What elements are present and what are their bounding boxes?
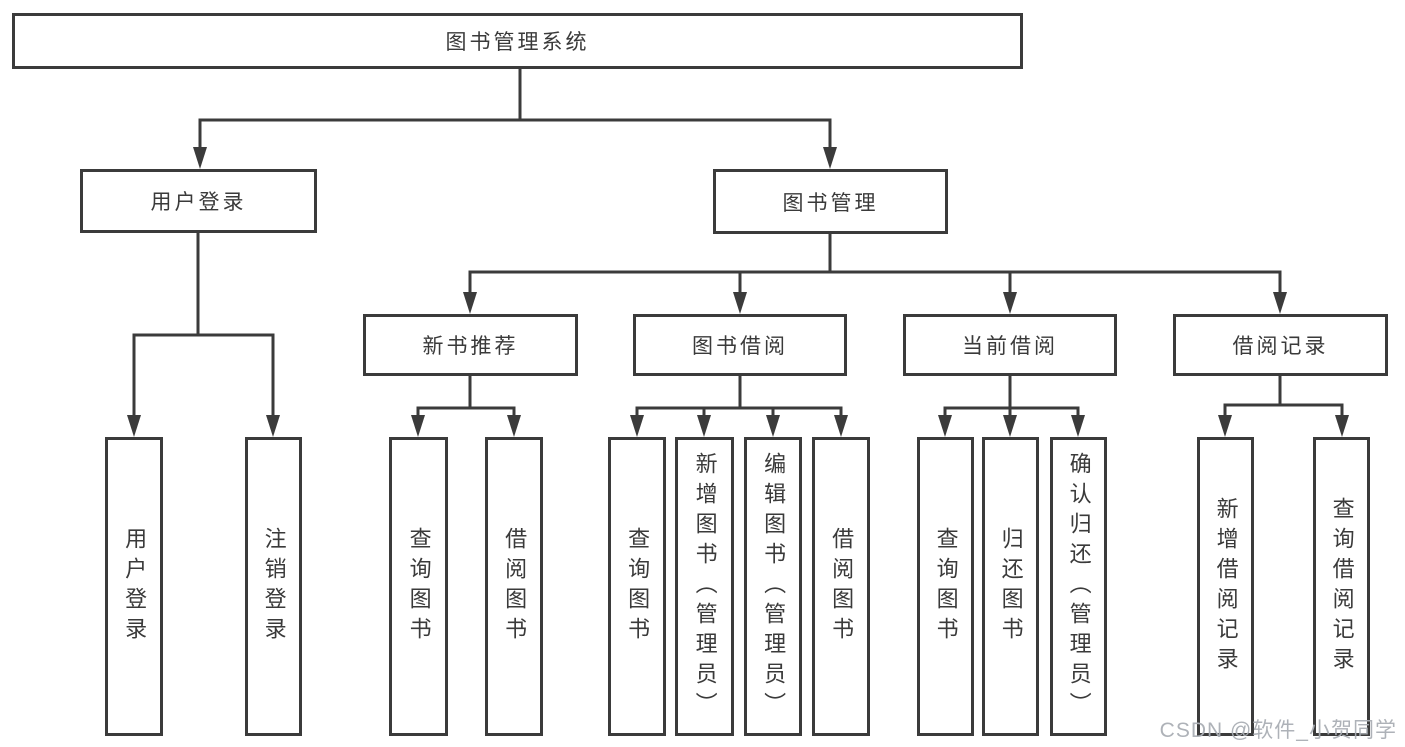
leaf-logout: 注销登录 xyxy=(245,437,302,736)
node-label: 图书管理 xyxy=(782,191,879,215)
leaf-label: 查询图书 xyxy=(933,526,959,647)
node-library-management-system: 图书管理系统 xyxy=(12,13,1023,69)
node-book-management: 图书管理 xyxy=(713,169,948,234)
leaf-label: 查询图书 xyxy=(406,526,432,647)
connector-current-borrow-children xyxy=(943,374,1080,422)
connector-book-borrow-children xyxy=(635,374,843,422)
leaf-label: 用户登录 xyxy=(122,526,148,647)
connector-borrow-records-children xyxy=(1223,374,1344,422)
node-borrowing-records: 借阅记录 xyxy=(1173,314,1388,376)
node-label: 用户登录 xyxy=(150,191,247,214)
connector-user-login-children xyxy=(132,231,275,422)
leaf-return-books: 归还图书 xyxy=(982,437,1039,736)
node-current-borrowing: 当前借阅 xyxy=(903,314,1117,376)
arrowheads xyxy=(127,147,1349,437)
node-label: 当前借阅 xyxy=(962,335,1058,358)
leaf-query-borrow-record: 查询借阅记录 xyxy=(1313,437,1370,736)
leaf-label: 归还图书 xyxy=(998,526,1024,647)
leaf-label: 新增借阅记录 xyxy=(1213,496,1239,677)
leaf-query-books-recommend: 查询图书 xyxy=(389,437,448,736)
leaf-borrow-books: 借阅图书 xyxy=(812,437,870,736)
leaf-query-books-borrow: 查询图书 xyxy=(608,437,666,736)
node-label: 图书管理系统 xyxy=(445,31,590,54)
node-label: 图书借阅 xyxy=(692,335,788,358)
node-user-login: 用户登录 xyxy=(80,169,317,233)
node-new-book-recommendation: 新书推荐 xyxy=(363,314,578,376)
leaf-label: 查询借阅记录 xyxy=(1329,496,1355,677)
watermark: CSDN @软件_小贺同学 xyxy=(1159,719,1397,742)
leaf-borrow-books-recommend: 借阅图书 xyxy=(485,437,543,736)
connector-new-book-children xyxy=(416,374,516,422)
leaf-edit-book-admin: 编辑图书（管理员） xyxy=(744,437,802,736)
leaf-label: 借阅图书 xyxy=(829,526,855,647)
leaf-add-borrow-record: 新增借阅记录 xyxy=(1197,437,1254,736)
connector-root-to-level2 xyxy=(198,67,832,152)
leaf-user-login: 用户登录 xyxy=(105,437,163,736)
leaf-add-book-admin: 新增图书（管理员） xyxy=(675,437,734,736)
leaf-query-books-current: 查询图书 xyxy=(917,437,974,736)
node-book-borrowing: 图书借阅 xyxy=(633,314,847,376)
leaf-label: 注销登录 xyxy=(261,526,287,647)
leaf-label: 确认归还（管理员） xyxy=(1066,451,1092,722)
connector-book-management-children xyxy=(468,232,1282,299)
node-label: 借阅记录 xyxy=(1232,335,1329,358)
leaf-label: 查询图书 xyxy=(625,526,651,647)
leaf-label: 新增图书（管理员） xyxy=(692,451,718,722)
leaf-confirm-return-admin: 确认归还（管理员） xyxy=(1050,437,1107,736)
node-label: 新书推荐 xyxy=(422,335,519,358)
leaf-label: 借阅图书 xyxy=(502,526,528,647)
leaf-label: 编辑图书（管理员） xyxy=(761,451,787,722)
